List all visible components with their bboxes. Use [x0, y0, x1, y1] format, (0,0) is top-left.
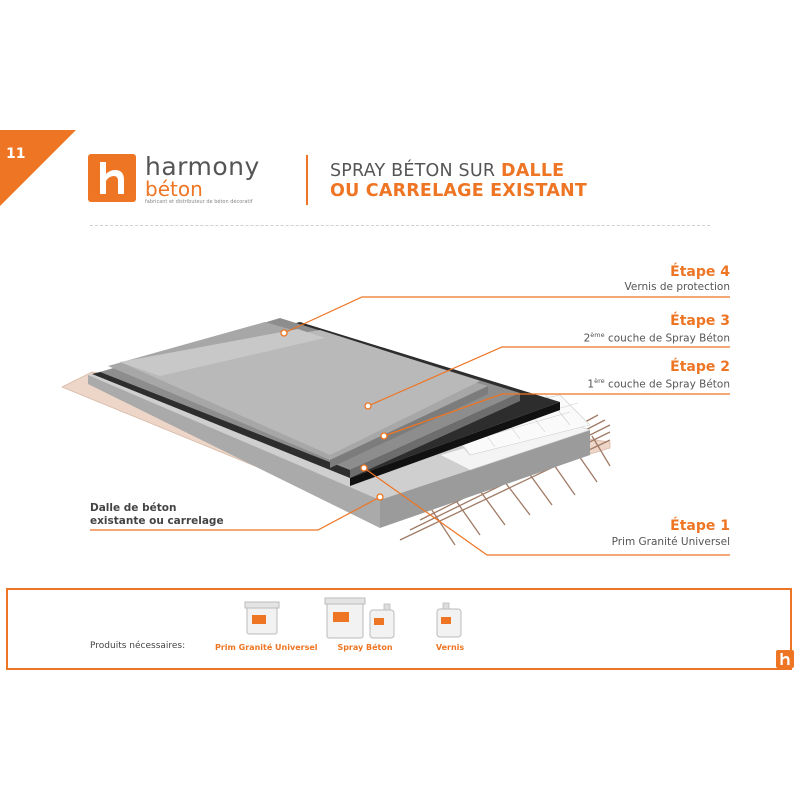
primer-layer-side	[350, 402, 560, 486]
step-1-title: Étape 1	[670, 518, 730, 534]
varnish-top-strip	[120, 329, 325, 376]
step-2-desc-sup: ère	[594, 377, 605, 385]
page-corner-triangle	[0, 130, 76, 206]
vernis-can-icon	[436, 602, 462, 638]
mini-logo-icon	[776, 650, 794, 668]
step-3-desc: 2ème couche de Spray Béton	[584, 331, 730, 345]
concrete-slab-side	[380, 430, 590, 528]
brand-logo-icon	[88, 154, 136, 202]
step-4-title: Étape 4	[670, 264, 730, 280]
title-separator	[306, 155, 308, 205]
base-label-line2: existante ou carrelage	[90, 515, 224, 527]
step-2-title: Étape 2	[670, 359, 730, 375]
step-2-desc-num: 1	[587, 378, 595, 391]
title-highlight: DALLE	[501, 161, 565, 181]
step-1-desc: Prim Granité Universel	[611, 536, 730, 548]
title-prefix: SPRAY BÉTON SUR	[330, 161, 501, 181]
step-2-desc-text: couche de Spray Béton	[604, 378, 730, 391]
spray-beton-layer-1-side	[350, 393, 520, 478]
page-title-line1: SPRAY BÉTON SUR DALLE	[330, 161, 564, 181]
spray-beton-bucket-icon	[324, 597, 366, 639]
products-label: Produits nécessaires:	[90, 641, 186, 651]
prim-bucket-icon	[244, 601, 280, 635]
product-prim-name: Prim Granité Universel	[215, 643, 318, 652]
concrete-slab-front	[88, 375, 380, 528]
page-number: 11	[6, 146, 26, 162]
spray-beton-can-icon	[369, 603, 395, 639]
brand-tagline: fabricant et distributeur de béton décor…	[145, 199, 253, 205]
brand-subname: béton	[145, 177, 203, 201]
header-divider	[90, 225, 710, 226]
step-3-title: Étape 3	[670, 313, 730, 329]
base-label-line1: Dalle de béton	[90, 502, 177, 514]
brand-name: harmony	[145, 152, 260, 181]
step-4-desc: Vernis de protection	[624, 281, 730, 293]
step-3-desc-sup: ème	[590, 331, 605, 339]
step-3-desc-text: couche de Spray Béton	[604, 332, 730, 345]
product-spray-name: Spray Béton	[337, 643, 393, 652]
product-vernis-name: Vernis	[435, 643, 465, 652]
products-panel	[6, 588, 792, 670]
step-2-desc: 1ère couche de Spray Béton	[587, 377, 730, 391]
step-3-desc-num: 2	[583, 332, 591, 345]
page-title-line2: OU CARRELAGE EXISTANT	[330, 181, 588, 201]
